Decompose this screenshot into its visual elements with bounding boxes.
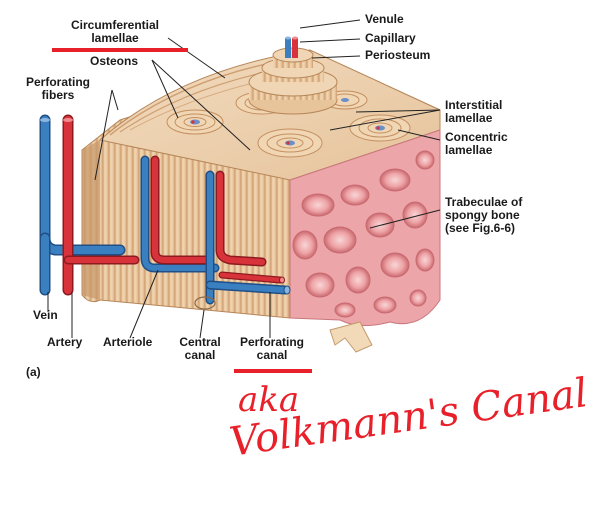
- spongy-bone: [289, 129, 441, 353]
- osteon-column-projection: [248, 36, 338, 115]
- blood-vessels: [39, 114, 291, 310]
- label-concentric-line1: Concentric: [445, 130, 508, 144]
- label-circumferential-line2: lamellae: [91, 31, 139, 45]
- label-circumferential-lamellae: Circumferential lamellae: [56, 19, 174, 45]
- label-periosteum: Periosteum: [365, 48, 431, 62]
- label-interstitial-lamellae: Interstitial lamellae: [445, 99, 502, 125]
- handwritten-aka: aka: [238, 380, 300, 420]
- label-venule: Venule: [365, 12, 404, 26]
- label-osteons: Osteons: [90, 54, 139, 68]
- label-perforating-canal-line2: canal: [256, 348, 288, 362]
- label-perforating-canal-line1: Perforating: [239, 335, 304, 349]
- label-perforating-canal: Perforating canal: [232, 336, 312, 362]
- label-perforating-fibers-line2: fibers: [41, 88, 75, 102]
- label-leader-lines: [47, 19, 441, 339]
- red-underline-circumferential: [52, 48, 188, 52]
- label-arteriole: Arteriole: [103, 335, 153, 349]
- label-perforating-fibers-line1: Perforating: [25, 75, 90, 89]
- label-interstitial-line1: Interstitial: [445, 98, 503, 112]
- label-trabeculae-line1: Trabeculae of: [445, 195, 523, 209]
- label-trabeculae-line2: spongy bone: [445, 208, 520, 222]
- label-capillary: Capillary: [365, 31, 416, 45]
- label-central-canal-line2: canal: [184, 348, 216, 362]
- label-central-canal: Central canal: [170, 336, 230, 362]
- red-underline-perforating-canal: [234, 369, 312, 373]
- label-trabeculae-line3: (see Fig.6-6): [445, 221, 516, 235]
- label-trabeculae: Trabeculae of spongy bone (see Fig.6-6): [445, 196, 522, 235]
- label-central-canal-line1: Central: [179, 335, 221, 349]
- label-interstitial-line2: lamellae: [445, 111, 493, 125]
- label-vein: Vein: [33, 308, 58, 322]
- label-concentric-lamellae: Concentric lamellae: [445, 131, 508, 157]
- label-perforating-fibers: Perforating fibers: [18, 76, 98, 102]
- label-panel-a: (a): [26, 365, 41, 379]
- label-artery: Artery: [47, 335, 83, 349]
- label-circumferential-line1: Circumferential: [70, 18, 160, 32]
- label-concentric-line2: lamellae: [445, 143, 493, 157]
